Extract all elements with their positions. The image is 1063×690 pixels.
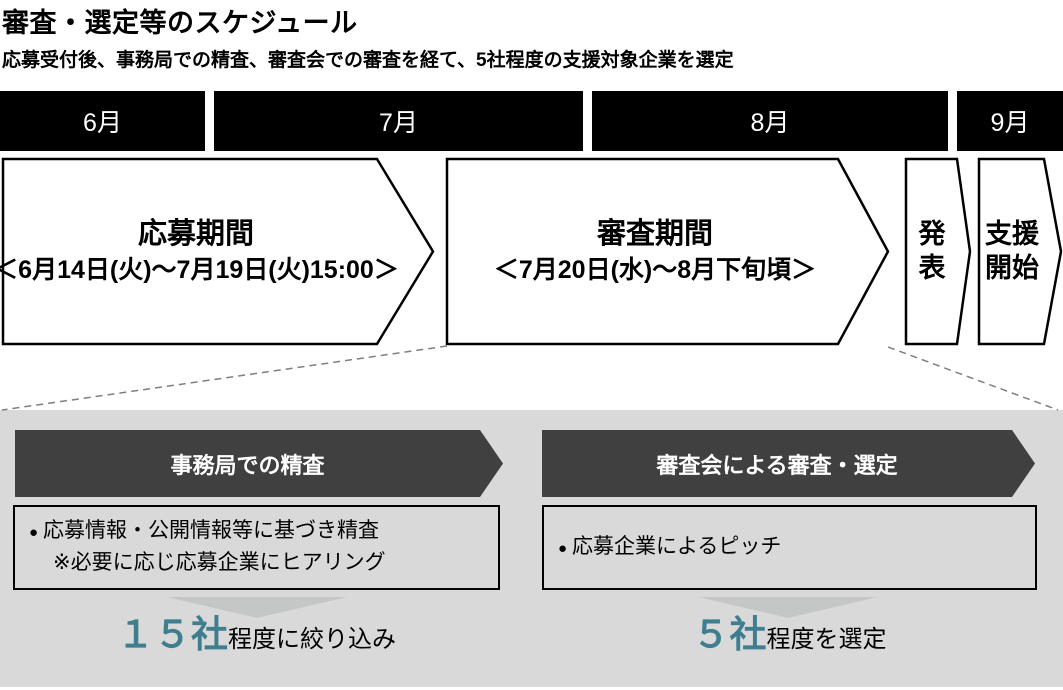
- down-triangle-right: [698, 597, 878, 618]
- announcement-label: 発表: [906, 159, 958, 344]
- bullet-icon: ●: [29, 524, 39, 541]
- phase-name: 審査期間: [596, 218, 713, 250]
- result-line-right: ５社程度を選定: [542, 612, 1037, 666]
- page-title: 審査・選定等のスケジュール: [2, 8, 358, 38]
- phase-period: ＜6月14日(火)～7月19日(火)15:00＞: [0, 256, 399, 284]
- phase-name: 支援開始: [985, 218, 1039, 283]
- announcement-arrow: [904, 157, 972, 346]
- detail-bullet-text: 応募情報・公開情報等に基づき精査: [43, 519, 379, 542]
- step-header-arrow-left: [15, 430, 503, 497]
- step-header-right: 審査会による審査・選定: [656, 452, 898, 478]
- support-start-arrow: [977, 157, 1063, 346]
- support-start-label: 支援開始: [979, 159, 1045, 344]
- phase-name: 応募期間: [137, 218, 254, 250]
- month-bar-august: 8月: [592, 91, 948, 151]
- detail-bullet-text: 応募企業によるピッチ: [572, 534, 782, 558]
- down-triangle-left: [167, 597, 347, 618]
- detail-box-left: ● 応募情報・公開情報等に基づき精査 ※必要に応じ応募企業にヒアリング: [13, 505, 500, 590]
- bullet-icon: ●: [558, 539, 568, 557]
- phase-name: 発表: [918, 218, 946, 283]
- step-header-left: 事務局での精査: [170, 452, 325, 478]
- page-subtitle: 応募受付後、事務局での精査、審査会での審査を経て、5社程度の支援対象企業を選定: [2, 50, 734, 71]
- screening-period-arrow: [445, 157, 890, 346]
- phase-period: ＜7月20日(水)～8月下旬頃＞: [493, 256, 817, 284]
- month-bar-july: 7月: [214, 91, 583, 151]
- callout-dashed-line-left: [1, 345, 448, 411]
- step-header-arrow-right: [542, 430, 1035, 497]
- result-highlight: １５社: [117, 614, 228, 655]
- detail-note-text: ※必要に応じ応募企業にヒアリング: [53, 551, 386, 574]
- result-rest: 程度を選定: [766, 626, 887, 653]
- result-highlight: ５社: [692, 614, 767, 655]
- callout-dashed-line-right: [887, 346, 1059, 411]
- application-period-arrow: [1, 157, 435, 346]
- application-period-label: 応募期間 ＜6月14日(火)～7月19日(火)15:00＞: [0, 159, 399, 344]
- month-bar-september: 9月: [957, 91, 1063, 151]
- result-line-left: １５社程度に絞り込み: [13, 612, 500, 666]
- month-bar-june: 6月: [0, 91, 205, 151]
- detail-box-right: ● 応募企業によるピッチ: [542, 505, 1037, 590]
- screening-period-label: 審査期間 ＜7月20日(水)～8月下旬頃＞: [447, 159, 863, 344]
- result-rest: 程度に絞り込み: [228, 626, 396, 653]
